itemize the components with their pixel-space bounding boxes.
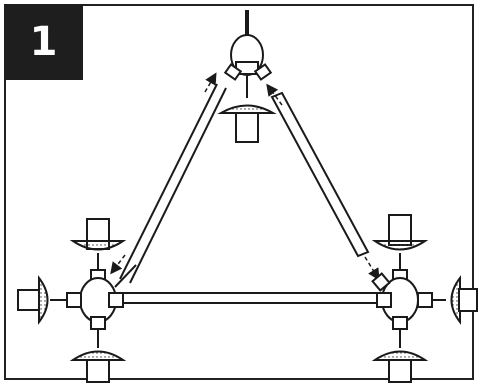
right-lower-socket [392, 316, 408, 330]
top-hub [217, 10, 277, 143]
right-arm [270, 91, 370, 258]
illustration-frame [4, 4, 474, 380]
left-lower-socket [90, 316, 106, 330]
left-arm-edge-a [119, 83, 218, 280]
left-upper-shade [69, 240, 127, 251]
left-side-bulb [17, 289, 40, 311]
left-right-socket [108, 292, 124, 308]
left-arm-end-collar [114, 264, 137, 288]
step-number: 1 [29, 19, 58, 65]
arrow-down-right [364, 256, 380, 281]
left-side-shade [38, 275, 49, 325]
assembly-arrows [110, 72, 380, 281]
right-side-socket [417, 292, 433, 308]
top-shade-bulb [235, 112, 259, 143]
bottom-arm [113, 292, 387, 304]
right-side-shade [450, 275, 461, 325]
right-left-socket [376, 292, 392, 308]
right-lower-bulb [388, 359, 412, 383]
right-arm-tube [270, 91, 370, 258]
left-lower-bulb [86, 359, 110, 383]
top-shade-cap [217, 104, 277, 114]
top-left-socket [223, 63, 243, 81]
left-arm [114, 83, 227, 288]
right-arm-socket [371, 272, 391, 292]
arrow-up-right [266, 83, 283, 106]
right-hub [371, 214, 478, 383]
right-lower-shade [371, 350, 429, 361]
top-right-socket [253, 63, 273, 81]
bottom-arm-tube [113, 292, 387, 304]
arrow-up-left [204, 72, 217, 93]
right-upper-shade [371, 240, 429, 251]
right-side-bulb [458, 288, 478, 312]
arrow-down-left [110, 254, 126, 275]
left-side-socket [66, 292, 82, 308]
left-arm-edge-b [129, 87, 227, 284]
left-hub [17, 218, 127, 383]
step-number-badge: 1 [4, 4, 83, 80]
left-lower-shade [69, 350, 127, 361]
